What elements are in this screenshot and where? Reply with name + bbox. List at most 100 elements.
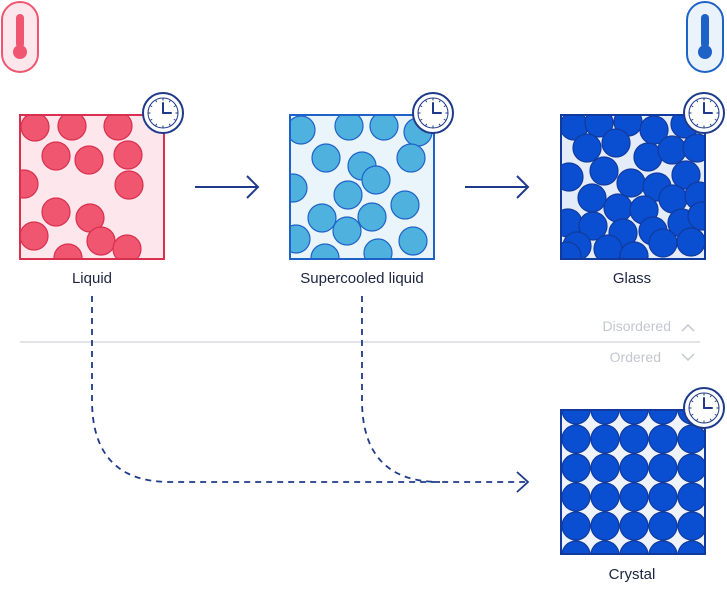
supercooled-liquid-label: Supercooled liquid <box>300 270 423 287</box>
particle <box>590 482 620 512</box>
particle <box>677 511 705 541</box>
particle <box>619 241 649 259</box>
particle <box>114 170 144 200</box>
particle <box>671 160 701 190</box>
particle <box>619 482 649 512</box>
particle <box>20 169 39 199</box>
dashed-arrowhead <box>516 471 530 493</box>
particle <box>648 540 678 554</box>
particle <box>334 115 364 141</box>
particle <box>687 201 705 231</box>
particle <box>616 168 646 198</box>
particle <box>333 180 363 210</box>
particle <box>619 453 649 483</box>
particle <box>577 183 607 213</box>
ordered-label: Ordered <box>610 349 661 365</box>
particle <box>390 190 420 220</box>
particle <box>648 228 678 258</box>
crystal-box <box>560 409 706 555</box>
particle <box>657 135 687 165</box>
particle <box>584 115 614 138</box>
particle <box>290 173 308 203</box>
particle <box>398 226 428 256</box>
particle <box>561 241 582 259</box>
particle <box>590 424 620 454</box>
box-border <box>560 114 706 260</box>
particle <box>20 221 49 251</box>
particle <box>589 156 619 186</box>
particle <box>103 115 133 141</box>
particle <box>648 453 678 483</box>
particle <box>590 511 620 541</box>
particle <box>572 133 602 163</box>
particle <box>648 410 678 425</box>
thermometer-cold-icon <box>686 1 724 73</box>
particle <box>561 410 591 425</box>
dashed-path-liquid-to-crystal <box>91 296 528 483</box>
particle <box>601 128 631 158</box>
particle <box>677 482 705 512</box>
chevron-up-icon <box>681 323 695 332</box>
clock-icon <box>412 92 454 134</box>
particle <box>561 511 591 541</box>
particle <box>619 424 649 454</box>
particle <box>619 410 649 425</box>
particle <box>561 162 584 192</box>
particle <box>677 453 705 483</box>
particle <box>20 115 50 142</box>
particle <box>578 211 608 241</box>
particle <box>648 511 678 541</box>
particle <box>112 234 142 259</box>
particle <box>590 453 620 483</box>
particle <box>41 197 71 227</box>
particle <box>57 115 87 141</box>
particle <box>363 238 393 259</box>
particle <box>357 202 387 232</box>
particle <box>603 193 633 223</box>
particle <box>561 424 591 454</box>
arrow-supercooled-to-glass <box>465 175 530 199</box>
particle <box>590 540 620 554</box>
glass-box <box>560 114 706 260</box>
particle <box>361 165 391 195</box>
particle <box>590 410 620 425</box>
particle <box>290 224 311 254</box>
particle <box>113 140 143 170</box>
particle <box>561 540 591 554</box>
liquid-box <box>19 114 165 260</box>
particle <box>619 511 649 541</box>
arrow-liquid-to-supercooled <box>195 175 260 199</box>
box-border <box>560 409 706 555</box>
particle <box>311 143 341 173</box>
crystal-label: Crystal <box>609 566 656 583</box>
particle <box>648 424 678 454</box>
clock-icon <box>683 92 725 134</box>
particle <box>676 227 705 257</box>
particle <box>648 482 678 512</box>
particle <box>396 143 426 173</box>
particle <box>41 141 71 171</box>
particle <box>682 133 705 163</box>
box-border <box>289 114 435 260</box>
particle <box>561 453 591 483</box>
particle <box>677 540 705 554</box>
dashed-path-supercooled-to-crystal <box>361 296 441 483</box>
disordered-label: Disordered <box>603 318 671 334</box>
liquid-label: Liquid <box>72 270 112 287</box>
supercooled-liquid-box <box>289 114 435 260</box>
chevron-down-icon <box>681 353 695 362</box>
glass-label: Glass <box>613 270 651 287</box>
particle <box>619 540 649 554</box>
particle <box>561 482 591 512</box>
clock-icon <box>142 92 184 134</box>
particle <box>86 226 116 256</box>
particle <box>307 203 337 233</box>
particle <box>290 115 316 145</box>
particle <box>369 115 399 141</box>
thermometer-hot-icon <box>1 1 39 73</box>
particle <box>677 424 705 454</box>
clock-icon <box>683 387 725 429</box>
box-border <box>19 114 165 260</box>
particle <box>74 145 104 175</box>
